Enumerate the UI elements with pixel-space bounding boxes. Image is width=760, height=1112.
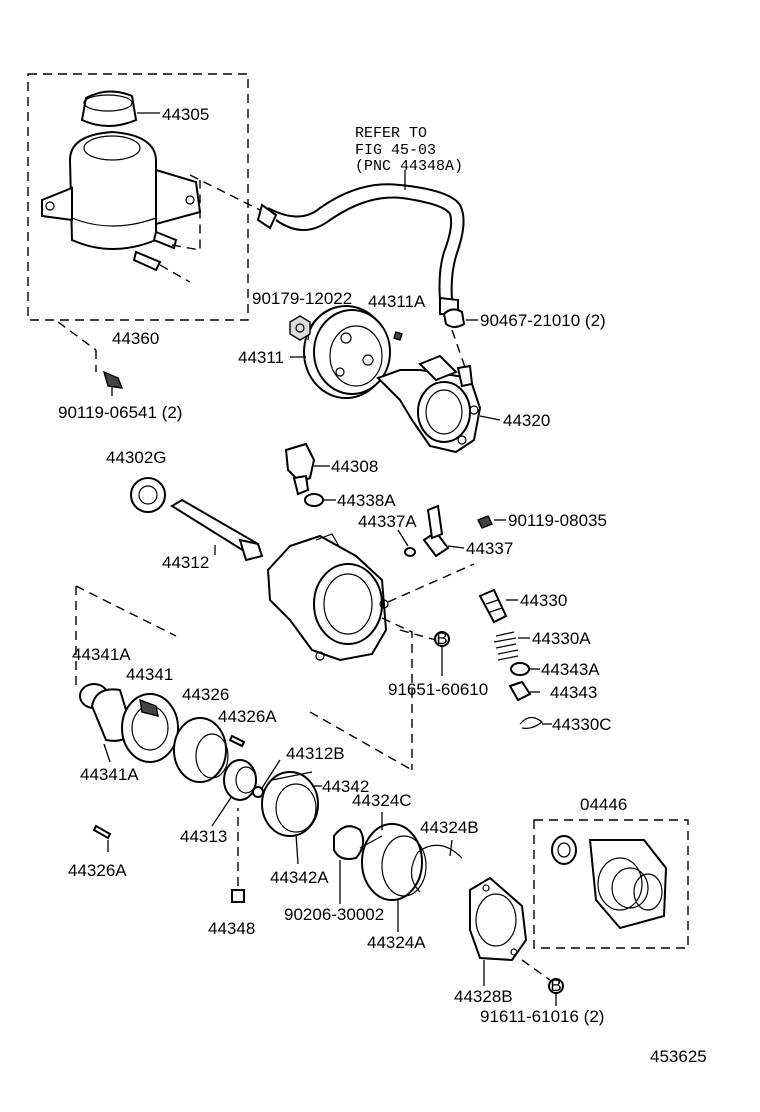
label-44341: 44341: [126, 665, 173, 684]
snap-ring-44324B: [410, 844, 463, 893]
label-44337A: 44337A: [358, 512, 417, 531]
label-44312B: 44312B: [286, 744, 345, 763]
label-44360: 44360: [112, 329, 159, 348]
gasket-kit-parts: [551, 835, 668, 930]
label-44313: 44313: [180, 827, 227, 846]
label-44342A: 44342A: [270, 868, 329, 887]
label-90119-06541: 90119-06541 (2): [58, 403, 182, 422]
cam-ring-44341: [90, 688, 179, 763]
label-44341A-bottom: 44341A: [80, 765, 139, 784]
plate-44328B: [469, 876, 528, 962]
label-44324B: 44324B: [420, 818, 479, 837]
label-44312: 44312: [162, 553, 209, 572]
snap-ring-44330C: [519, 716, 543, 729]
gasket-kit-box-04446: [533, 819, 689, 949]
bolt-marker-91651-60610: B: [434, 629, 450, 676]
plate-44342: [261, 771, 322, 837]
label-90119-08035: 90119-08035: [508, 511, 607, 530]
label-44324C: 44324C: [352, 791, 412, 810]
label-44308: 44308: [331, 457, 378, 476]
label-44343: 44343: [550, 683, 597, 702]
key-44311A: [393, 331, 403, 341]
label-44342: 44342: [322, 777, 369, 796]
label-44330C: 44330C: [552, 715, 612, 734]
label-44326: 44326: [182, 685, 229, 704]
pulley-44311: [303, 305, 391, 399]
plate-44313: [223, 759, 257, 801]
vane-pump-44320: [376, 354, 501, 454]
return-hose: [256, 170, 465, 315]
label-44305: 44305: [162, 105, 209, 124]
flow-valve-44330: [478, 588, 518, 624]
reservoir-cap-44305: [80, 90, 160, 127]
label-44330A: 44330A: [532, 629, 591, 648]
bolt-marker-91611-61016: B: [548, 976, 564, 1006]
bolt-marker-letter: B: [436, 629, 447, 648]
label-91651-60610: 91651-60610: [388, 680, 488, 699]
pin-44326A-upper: [228, 734, 246, 748]
label-04446: 04446: [580, 795, 627, 814]
note-line-3: (PNC 44348A): [355, 158, 463, 175]
label-44348: 44348: [208, 919, 255, 938]
label-44326A-bottom: 44326A: [68, 861, 127, 880]
note-line-2: FIG 45-03: [355, 142, 436, 159]
o-ring-44337A: [397, 529, 416, 557]
label-44324A: 44324A: [367, 933, 426, 952]
label-90179-12022: 90179-12022: [252, 289, 352, 308]
label-44311: 44311: [238, 348, 284, 367]
label-44337: 44337: [466, 539, 513, 558]
label-90206-30002: 90206-30002: [284, 905, 384, 924]
union-44337: [422, 504, 465, 558]
label-44328B: 44328B: [454, 987, 513, 1006]
bolt-marker-letter: B: [550, 976, 561, 995]
label-44343A: 44343A: [541, 660, 600, 679]
label-44320: 44320: [503, 411, 550, 430]
label-90467-21010: 90467-21010 (2): [480, 311, 606, 330]
label-44330: 44330: [520, 591, 567, 610]
o-ring-44343A: [510, 662, 540, 676]
o-ring-44338A: [304, 493, 336, 507]
label-44311A: 44311A: [368, 292, 426, 311]
label-44341A-top: 44341A: [72, 645, 131, 664]
label-44326A-top: 44326A: [218, 707, 277, 726]
shaft-44312: [170, 498, 264, 562]
rotor-44326: [173, 717, 229, 783]
label-44302G: 44302G: [106, 448, 167, 467]
pump-housing: [266, 533, 389, 662]
figure-number: 453625: [650, 1047, 707, 1066]
nut-90179-12022: [289, 315, 311, 341]
reservoir-tank: [41, 130, 202, 272]
note-line-1: REFER TO: [355, 125, 427, 142]
spring-44330A: [493, 631, 530, 661]
oil-seal-44302G: [130, 477, 166, 513]
plug-44343: [508, 680, 540, 702]
label-44338A: 44338A: [337, 491, 396, 510]
bolt-90119-08035: [477, 515, 506, 529]
bolt-90119-06541: [102, 370, 124, 396]
key-44348: [231, 808, 245, 903]
gasket-90206-30002: [333, 825, 365, 860]
cover-44324C: [359, 823, 427, 901]
hose-clamp-90467-21010: [442, 308, 478, 328]
pin-44326A-lower: [92, 824, 112, 852]
label-91611-61016: 91611-61016 (2): [480, 1007, 604, 1026]
fitting-44308: [284, 442, 330, 496]
reservoir-group-box: [27, 73, 249, 321]
